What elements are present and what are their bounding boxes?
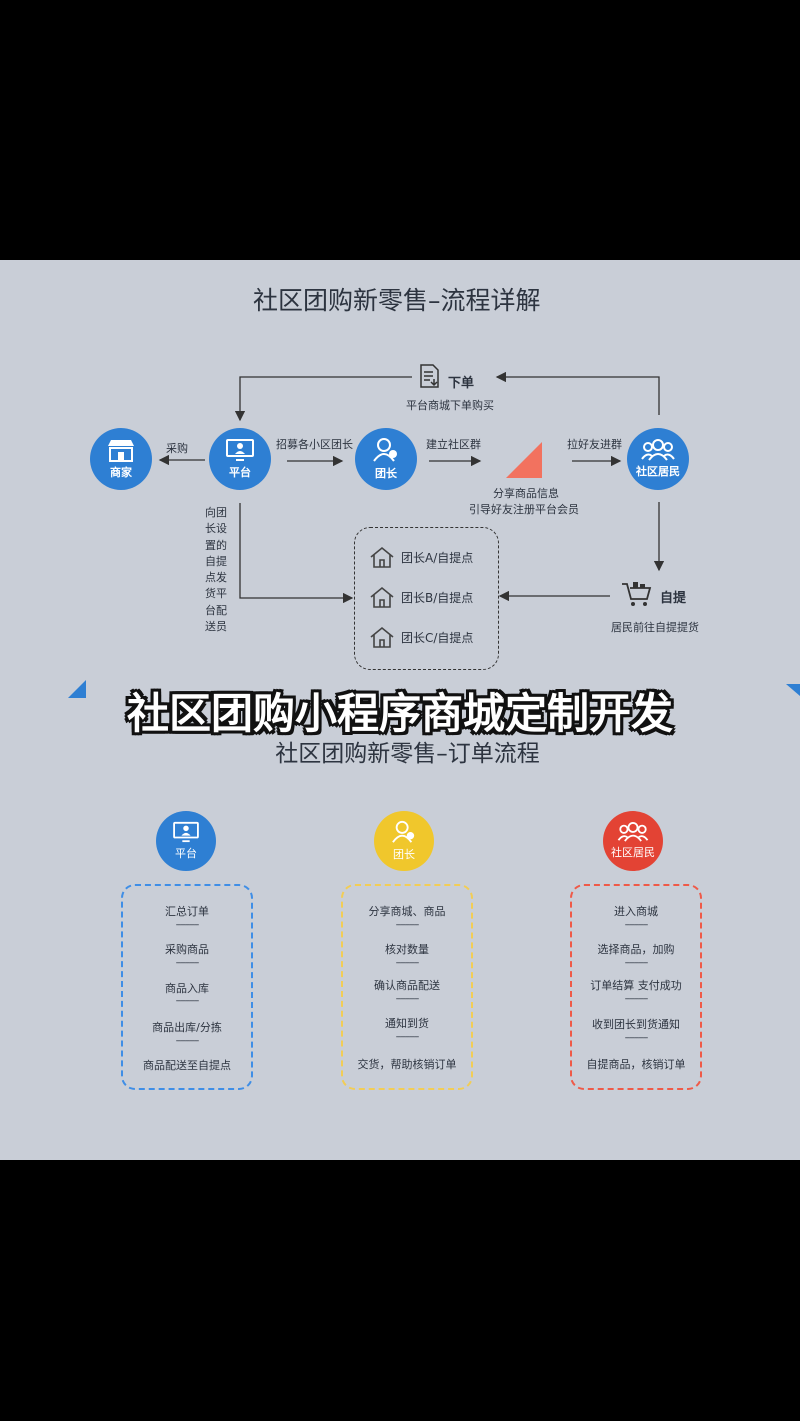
step-item: 自提商品，核销订单 (586, 1058, 686, 1071)
share-label-1: 分享商品信息 (493, 487, 559, 500)
diagram-canvas: 社区团购新零售–流程详解 下单 平台商城下单购买 商家 采购 平台 招募各小区团… (0, 260, 800, 1160)
step-separator: ---------- (395, 1032, 419, 1042)
residents-node: 社区居民 (627, 428, 689, 490)
group-icon (617, 822, 649, 842)
corner-decoration-right (786, 684, 800, 696)
step-item: 订单结算 支付成功 (590, 979, 682, 992)
group-icon (641, 439, 675, 461)
step-separator: ---------- (395, 994, 419, 1004)
step-item: 交货，帮助核销订单 (357, 1058, 457, 1071)
pickup-point-label: 团长C/自提点 (401, 630, 474, 645)
step-separator: ---------- (624, 1033, 648, 1043)
ship-label: 向团长设置的自提点发货平台配送员 (205, 506, 227, 634)
step-separator: ---------- (624, 920, 648, 930)
document-icon (420, 364, 439, 388)
flow-title: 社区团购新零售–流程详解 (253, 286, 541, 315)
leader-steps-box: 分享商城、商品 ---------- 核对数量 ---------- 确认商品配… (341, 884, 473, 1090)
step-item: 商品配送至自提点 (143, 1059, 231, 1072)
invite-label: 拉好友进群 (567, 438, 622, 451)
order-sub-label: 平台商城下单购买 (406, 399, 494, 412)
step-separator: ---------- (175, 1036, 199, 1046)
pickup-point-b: 团长B/自提点 (369, 586, 473, 608)
step-item: 商品入库 (165, 982, 209, 995)
step-item: 采购商品 (165, 943, 209, 956)
monitor-icon (173, 821, 199, 843)
pickup-point-label: 团长A/自提点 (401, 550, 474, 565)
group-label: 建立社区群 (426, 438, 481, 451)
column-label: 社区居民 (611, 846, 655, 859)
leader-node: 团长 (355, 428, 417, 490)
store-icon (108, 440, 134, 462)
house-icon (370, 546, 394, 568)
step-separator: ---------- (624, 958, 648, 968)
order-label: 下单 (448, 376, 475, 391)
banner-title: 社区团购小程序商城定制开发 (126, 689, 673, 738)
step-item: 收到团长到货通知 (592, 1018, 680, 1031)
step-item: 商品出库/分拣 (152, 1021, 222, 1034)
step-item: 通知到货 (385, 1017, 429, 1030)
step-item: 进入商城 (614, 905, 658, 918)
step-separator: ---------- (175, 958, 199, 968)
platform-steps-box: 汇总订单 ---------- 采购商品 ---------- 商品入库 ---… (121, 884, 253, 1090)
recruit-label: 招募各小区团长 (276, 438, 353, 451)
step-item: 核对数量 (385, 943, 429, 956)
pickup-points-box: 团长A/自提点 团长B/自提点 团长C/自提点 (354, 527, 499, 670)
share-icon (506, 442, 542, 478)
residents-steps-box: 进入商城 ---------- 选择商品，加购 ---------- 订单结算 … (570, 884, 702, 1090)
step-separator: ---------- (395, 920, 419, 930)
step-separator: ---------- (395, 958, 419, 968)
step-separator: ---------- (175, 920, 199, 930)
house-icon (370, 586, 394, 608)
user-icon (373, 438, 397, 462)
column-label: 团长 (393, 848, 415, 861)
purchase-label: 采购 (166, 442, 188, 455)
house-icon (370, 626, 394, 648)
pickup-point-a: 团长A/自提点 (369, 546, 473, 568)
monitor-icon (226, 439, 254, 461)
platform-label: 平台 (229, 466, 251, 479)
platform-node: 平台 (209, 428, 271, 490)
cart-icon (622, 582, 652, 606)
leader-column-node: 团长 (374, 811, 434, 871)
merchant-label: 商家 (110, 466, 132, 479)
residents-column-node: 社区居民 (603, 811, 663, 871)
flow-arrows (158, 371, 665, 604)
step-item: 汇总订单 (165, 905, 209, 918)
share-label-2: 引导好友注册平台会员 (469, 503, 579, 516)
order-flow-title: 社区团购新零售–订单流程 (275, 741, 540, 767)
step-item: 分享商城、商品 (368, 905, 446, 918)
self-pickup-sub-label: 居民前往自提提货 (611, 621, 699, 634)
merchant-node: 商家 (90, 428, 152, 490)
step-item: 确认商品配送 (374, 979, 440, 992)
self-pickup-label: 自提 (660, 591, 687, 606)
pickup-point-c: 团长C/自提点 (369, 626, 473, 648)
column-label: 平台 (175, 847, 197, 860)
platform-column-node: 平台 (156, 811, 216, 871)
step-separator: ---------- (624, 994, 648, 1004)
user-icon (392, 820, 415, 843)
step-separator: ---------- (175, 996, 199, 1006)
pickup-point-label: 团长B/自提点 (401, 590, 474, 605)
leader-label: 团长 (375, 467, 397, 480)
residents-label: 社区居民 (636, 465, 680, 478)
step-item: 选择商品，加购 (597, 943, 675, 956)
corner-decoration-left (68, 680, 86, 698)
